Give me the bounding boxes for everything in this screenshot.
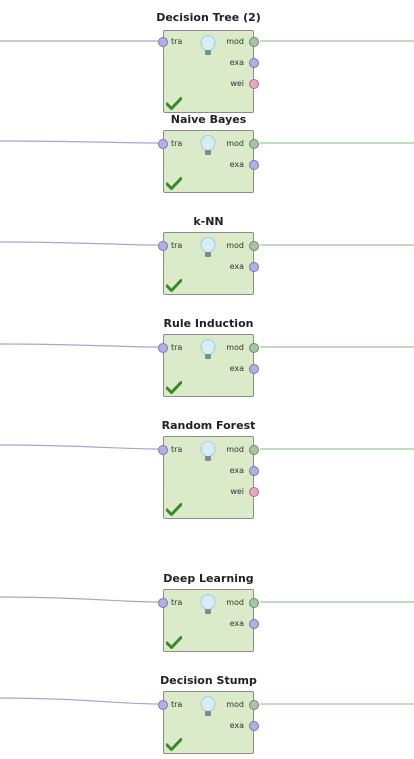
- operator-body[interactable]: tra mod exa: [158, 334, 259, 397]
- operator-title: Naive Bayes: [170, 113, 247, 126]
- checkmark-icon: [166, 177, 182, 190]
- input-wire[interactable]: [0, 343, 159, 348]
- output-port-model[interactable]: [249, 343, 259, 353]
- input-port-training[interactable]: [158, 37, 168, 47]
- port-label: exa: [229, 721, 244, 730]
- operator-title: Decision Stump: [160, 674, 257, 687]
- port-label: wei: [230, 79, 244, 88]
- checkmark-icon: [166, 381, 182, 394]
- port-label: exa: [229, 364, 244, 373]
- lightbulb-icon: [200, 696, 216, 716]
- port-label: mod: [226, 241, 244, 250]
- port-label: tra: [171, 700, 183, 709]
- output-port-model[interactable]: [249, 139, 259, 149]
- output-port-example[interactable]: [249, 58, 259, 68]
- port-label: exa: [229, 58, 244, 67]
- lightbulb-icon: [200, 35, 216, 55]
- input-wire[interactable]: [0, 140, 159, 144]
- port-label: mod: [226, 700, 244, 709]
- lightbulb-icon: [200, 441, 216, 461]
- wire-deep-learning: [0, 596, 414, 603]
- wire-rule-induction: [0, 343, 414, 348]
- checkmark-icon: [166, 636, 182, 649]
- input-port-training[interactable]: [158, 700, 168, 710]
- operator-body[interactable]: tra mod exa: [158, 232, 259, 295]
- port-label: mod: [226, 598, 244, 607]
- output-port-model[interactable]: [249, 598, 259, 608]
- operator-body[interactable]: tra mod exa wei: [158, 30, 259, 113]
- wire-random-forest: [0, 444, 414, 450]
- port-label: mod: [226, 37, 244, 46]
- checkmark-icon: [166, 503, 182, 516]
- port-label: exa: [229, 466, 244, 475]
- input-wire[interactable]: [0, 697, 159, 705]
- checkmark-icon: [166, 738, 182, 751]
- port-label: tra: [171, 241, 183, 250]
- output-port-model[interactable]: [249, 445, 259, 455]
- operator-body[interactable]: tra mod exa: [158, 130, 259, 193]
- port-label: exa: [229, 262, 244, 271]
- port-label: mod: [226, 139, 244, 148]
- output-port-example[interactable]: [249, 160, 259, 170]
- port-label: exa: [229, 619, 244, 628]
- wire-knn: [0, 241, 414, 246]
- port-label: tra: [171, 598, 183, 607]
- output-port-example[interactable]: [249, 262, 259, 272]
- port-label: wei: [230, 487, 244, 496]
- input-port-training[interactable]: [158, 241, 168, 251]
- output-port-model[interactable]: [249, 37, 259, 47]
- port-label: tra: [171, 37, 183, 46]
- output-port-model[interactable]: [249, 241, 259, 251]
- port-label: tra: [171, 445, 183, 454]
- output-port-model[interactable]: [249, 700, 259, 710]
- wire-decision-stump: [0, 697, 414, 705]
- port-label: tra: [171, 343, 183, 352]
- operator-body[interactable]: tra mod exa: [158, 589, 259, 652]
- checkmark-icon: [166, 279, 182, 292]
- wire-naive-bayes: [0, 140, 414, 144]
- operator-body[interactable]: tra mod exa wei: [158, 436, 259, 519]
- input-wire[interactable]: [0, 444, 159, 450]
- operator-title: k-NN: [193, 215, 224, 228]
- output-port-example[interactable]: [249, 721, 259, 731]
- output-port-weights[interactable]: [249, 79, 259, 89]
- input-wire[interactable]: [0, 596, 159, 603]
- port-label: mod: [226, 445, 244, 454]
- operator-title: Deep Learning: [163, 572, 254, 585]
- input-port-training[interactable]: [158, 598, 168, 608]
- port-label: exa: [229, 160, 244, 169]
- operator-body[interactable]: tra mod exa: [158, 691, 259, 754]
- checkmark-icon: [166, 97, 182, 110]
- input-port-training[interactable]: [158, 445, 168, 455]
- lightbulb-icon: [200, 237, 216, 257]
- input-port-training[interactable]: [158, 343, 168, 353]
- operator-title: Decision Tree (2): [156, 11, 261, 24]
- operator-title: Random Forest: [161, 419, 256, 432]
- lightbulb-icon: [200, 339, 216, 359]
- port-label: mod: [226, 343, 244, 352]
- port-label: tra: [171, 139, 183, 148]
- output-port-example[interactable]: [249, 619, 259, 629]
- lightbulb-icon: [200, 135, 216, 155]
- output-port-example[interactable]: [249, 364, 259, 374]
- output-port-example[interactable]: [249, 466, 259, 476]
- input-port-training[interactable]: [158, 139, 168, 149]
- operator-title: Rule Induction: [163, 317, 254, 330]
- input-wire[interactable]: [0, 241, 159, 246]
- output-port-weights[interactable]: [249, 487, 259, 497]
- lightbulb-icon: [200, 594, 216, 614]
